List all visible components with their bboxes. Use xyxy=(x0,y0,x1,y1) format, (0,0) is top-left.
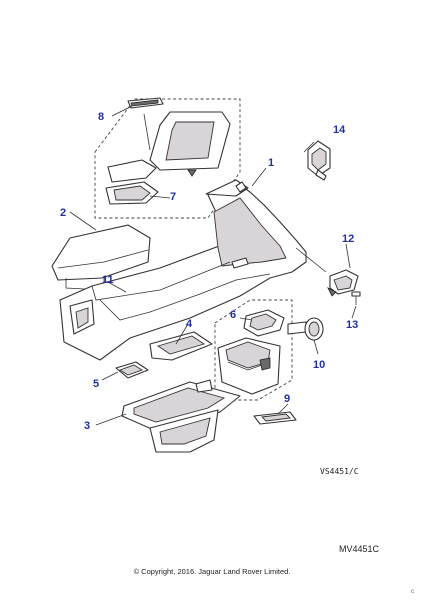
storage-bin-part-3 xyxy=(121,379,241,453)
callout-7: 7 xyxy=(170,191,176,203)
callout-1: 1 xyxy=(268,157,274,169)
bracket-part-14 xyxy=(307,140,331,181)
edge-mark: c xyxy=(411,589,414,595)
part-number: MV4451C xyxy=(339,544,380,554)
pad-part-5 xyxy=(115,361,149,379)
latch-part-12 xyxy=(327,269,359,297)
callout-11: 11 xyxy=(102,274,114,286)
leader-lines xyxy=(69,105,357,426)
callout-4: 4 xyxy=(186,318,193,330)
trim-pad-part-7a xyxy=(107,159,157,183)
callout-12: 12 xyxy=(342,233,354,245)
callout-2: 2 xyxy=(60,207,66,219)
ashtray-part-6 xyxy=(243,309,285,337)
group-box-upper xyxy=(94,98,241,219)
callout-3: 3 xyxy=(84,420,90,432)
centre-console-part-1 xyxy=(59,179,307,361)
callout-8: 8 xyxy=(98,111,104,123)
tray-mat-part-4 xyxy=(149,331,213,361)
knob-part-10 xyxy=(287,317,324,341)
copyright-notice: © Copyright, 2016. Jaguar Land Rover Lim… xyxy=(133,567,291,576)
callout-9: 9 xyxy=(284,393,290,405)
ashtray-housing xyxy=(217,337,281,395)
insert-part-9 xyxy=(253,411,297,425)
callout-13: 13 xyxy=(346,319,358,331)
callout-6: 6 xyxy=(230,309,236,321)
trim-pad-part-7b xyxy=(105,181,159,205)
callout-14: 14 xyxy=(333,124,346,136)
callout-10: 10 xyxy=(313,359,325,371)
clip-part-8 xyxy=(127,97,164,109)
bezel-part-7 xyxy=(149,111,231,177)
callout-5: 5 xyxy=(93,378,99,390)
diagram-code: VS4451/C xyxy=(320,467,359,476)
screw-part-13 xyxy=(351,291,361,305)
